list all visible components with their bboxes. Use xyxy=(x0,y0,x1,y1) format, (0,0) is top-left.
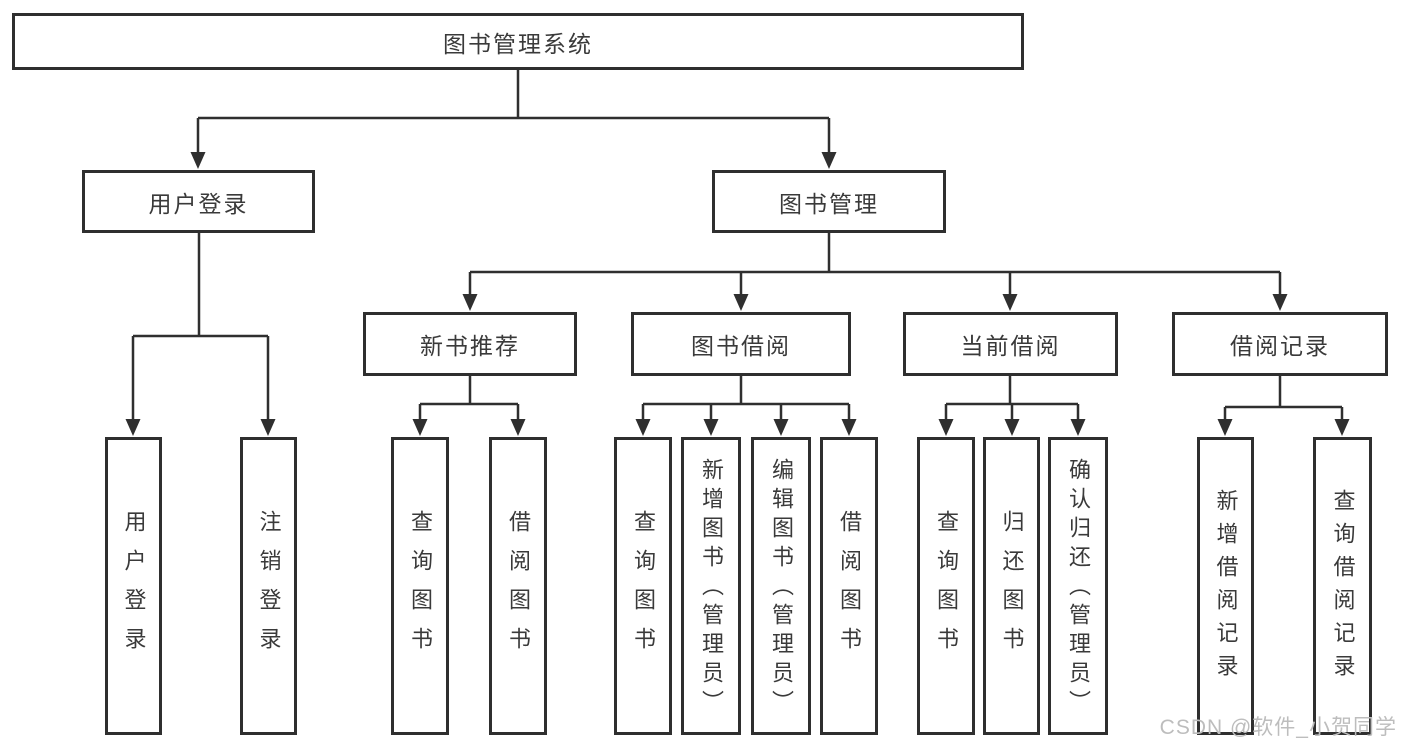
node-user-login-label: 用户登录 xyxy=(148,190,249,217)
node-book-borrowing: 图书借阅 xyxy=(631,312,851,376)
node-user-login: 用户登录 xyxy=(82,170,315,233)
node-book-management: 图书管理 xyxy=(712,170,946,233)
node-book-borrowing-label: 图书借阅 xyxy=(691,333,791,359)
leaf-cb-return-books-label: 归还图书 xyxy=(999,510,1025,666)
leaf-br-query-record: 查询借阅记录 xyxy=(1313,437,1372,735)
leaf-br-add-record: 新增借阅记录 xyxy=(1197,437,1254,735)
leaf-bb-add-books-admin-label: 新增图书（管理员） xyxy=(699,457,724,719)
leaf-br-add-record-label: 新增借阅记录 xyxy=(1213,489,1239,687)
leaf-cb-query-books-label: 查询图书 xyxy=(934,510,959,666)
leaf-nbr-query-books-label: 查询图书 xyxy=(408,510,433,666)
node-current-borrowing: 当前借阅 xyxy=(903,312,1118,376)
node-root-system: 图书管理系统 xyxy=(12,13,1024,70)
leaf-bb-edit-books-admin: 编辑图书（管理员） xyxy=(751,437,811,735)
leaf-bb-edit-books-admin-label: 编辑图书（管理员） xyxy=(769,457,794,719)
leaf-bb-query-books-label: 查询图书 xyxy=(631,510,656,666)
node-new-book-recommend-label: 新书推荐 xyxy=(420,333,520,359)
leaf-logout: 注销登录 xyxy=(240,437,297,735)
node-borrowing-records: 借阅记录 xyxy=(1172,312,1388,376)
leaf-bb-query-books: 查询图书 xyxy=(614,437,672,735)
leaf-cb-return-books: 归还图书 xyxy=(983,437,1040,735)
leaf-nbr-borrow-books: 借阅图书 xyxy=(489,437,547,735)
leaf-nbr-query-books: 查询图书 xyxy=(391,437,449,735)
node-book-management-label: 图书管理 xyxy=(779,190,879,217)
node-new-book-recommend: 新书推荐 xyxy=(363,312,577,376)
node-current-borrowing-label: 当前借阅 xyxy=(960,333,1061,359)
leaf-bb-borrow-books-label: 借阅图书 xyxy=(837,510,862,666)
leaf-user-login: 用户登录 xyxy=(105,437,162,735)
leaf-logout-label: 注销登录 xyxy=(256,510,282,666)
leaf-cb-confirm-return-admin-label: 确认归还（管理员） xyxy=(1066,457,1091,719)
node-root-label: 图书管理系统 xyxy=(443,30,593,57)
node-borrowing-records-label: 借阅记录 xyxy=(1230,333,1330,359)
leaf-cb-confirm-return-admin: 确认归还（管理员） xyxy=(1048,437,1108,735)
leaf-bb-borrow-books: 借阅图书 xyxy=(820,437,878,735)
leaf-user-login-label: 用户登录 xyxy=(121,510,147,666)
leaf-nbr-borrow-books-label: 借阅图书 xyxy=(506,510,531,666)
leaf-br-query-record-label: 查询借阅记录 xyxy=(1330,489,1356,687)
leaf-cb-query-books: 查询图书 xyxy=(917,437,975,735)
csdn-watermark: CSDN @软件_小贺同学 xyxy=(1159,716,1397,739)
leaf-bb-add-books-admin: 新增图书（管理员） xyxy=(681,437,741,735)
